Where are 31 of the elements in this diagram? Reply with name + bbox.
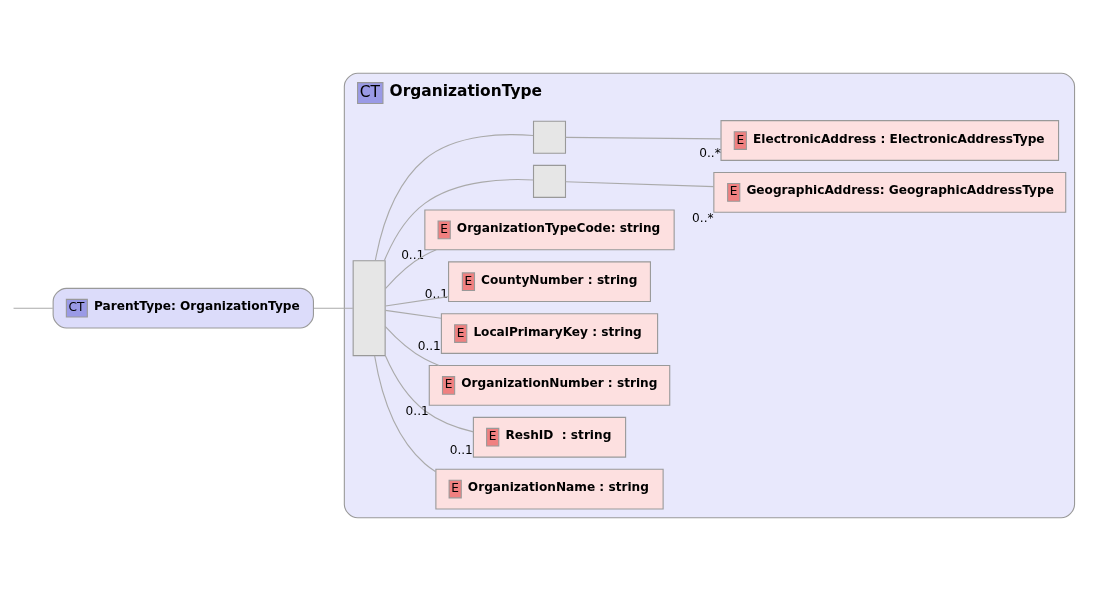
connector bbox=[13, 307, 54, 309]
node-label: 0..* bbox=[699, 145, 721, 160]
node-box bbox=[352, 259, 386, 356]
connector bbox=[374, 133, 534, 261]
node-label: 0..1 bbox=[417, 338, 441, 353]
node-label: 0..* bbox=[692, 210, 714, 225]
node-box: E OrganizationNumber : string bbox=[428, 364, 671, 406]
connector bbox=[383, 178, 534, 261]
node-box: E OrganizationTypeCode: string bbox=[424, 208, 675, 250]
node-label: 0..1 bbox=[449, 442, 473, 457]
node-label: 0..1 bbox=[401, 247, 425, 262]
connector bbox=[384, 248, 437, 289]
connector bbox=[565, 180, 715, 187]
node-box: E ReshID : string bbox=[472, 416, 627, 458]
node-box: E CountyNumber : string bbox=[448, 260, 651, 302]
node-box bbox=[532, 164, 567, 198]
node-box: E GeographicAddress: GeographicAddressType bbox=[713, 171, 1067, 213]
connector bbox=[374, 354, 437, 472]
connector bbox=[384, 354, 474, 432]
connector bbox=[384, 309, 442, 319]
node-box bbox=[532, 120, 567, 154]
node-box: E ElectronicAddress : ElectronicAddressType bbox=[720, 119, 1060, 161]
node-label: 0..1 bbox=[405, 403, 429, 418]
node-box: CT ParentType: OrganizationType bbox=[52, 287, 314, 329]
node-box: E OrganizationName : string bbox=[435, 468, 664, 509]
node-box: E LocalPrimaryKey : string bbox=[440, 312, 659, 354]
connector bbox=[565, 136, 722, 139]
connector bbox=[384, 325, 440, 366]
connector bbox=[384, 295, 449, 306]
node-label: 0..1 bbox=[424, 286, 449, 301]
connector bbox=[313, 307, 354, 309]
